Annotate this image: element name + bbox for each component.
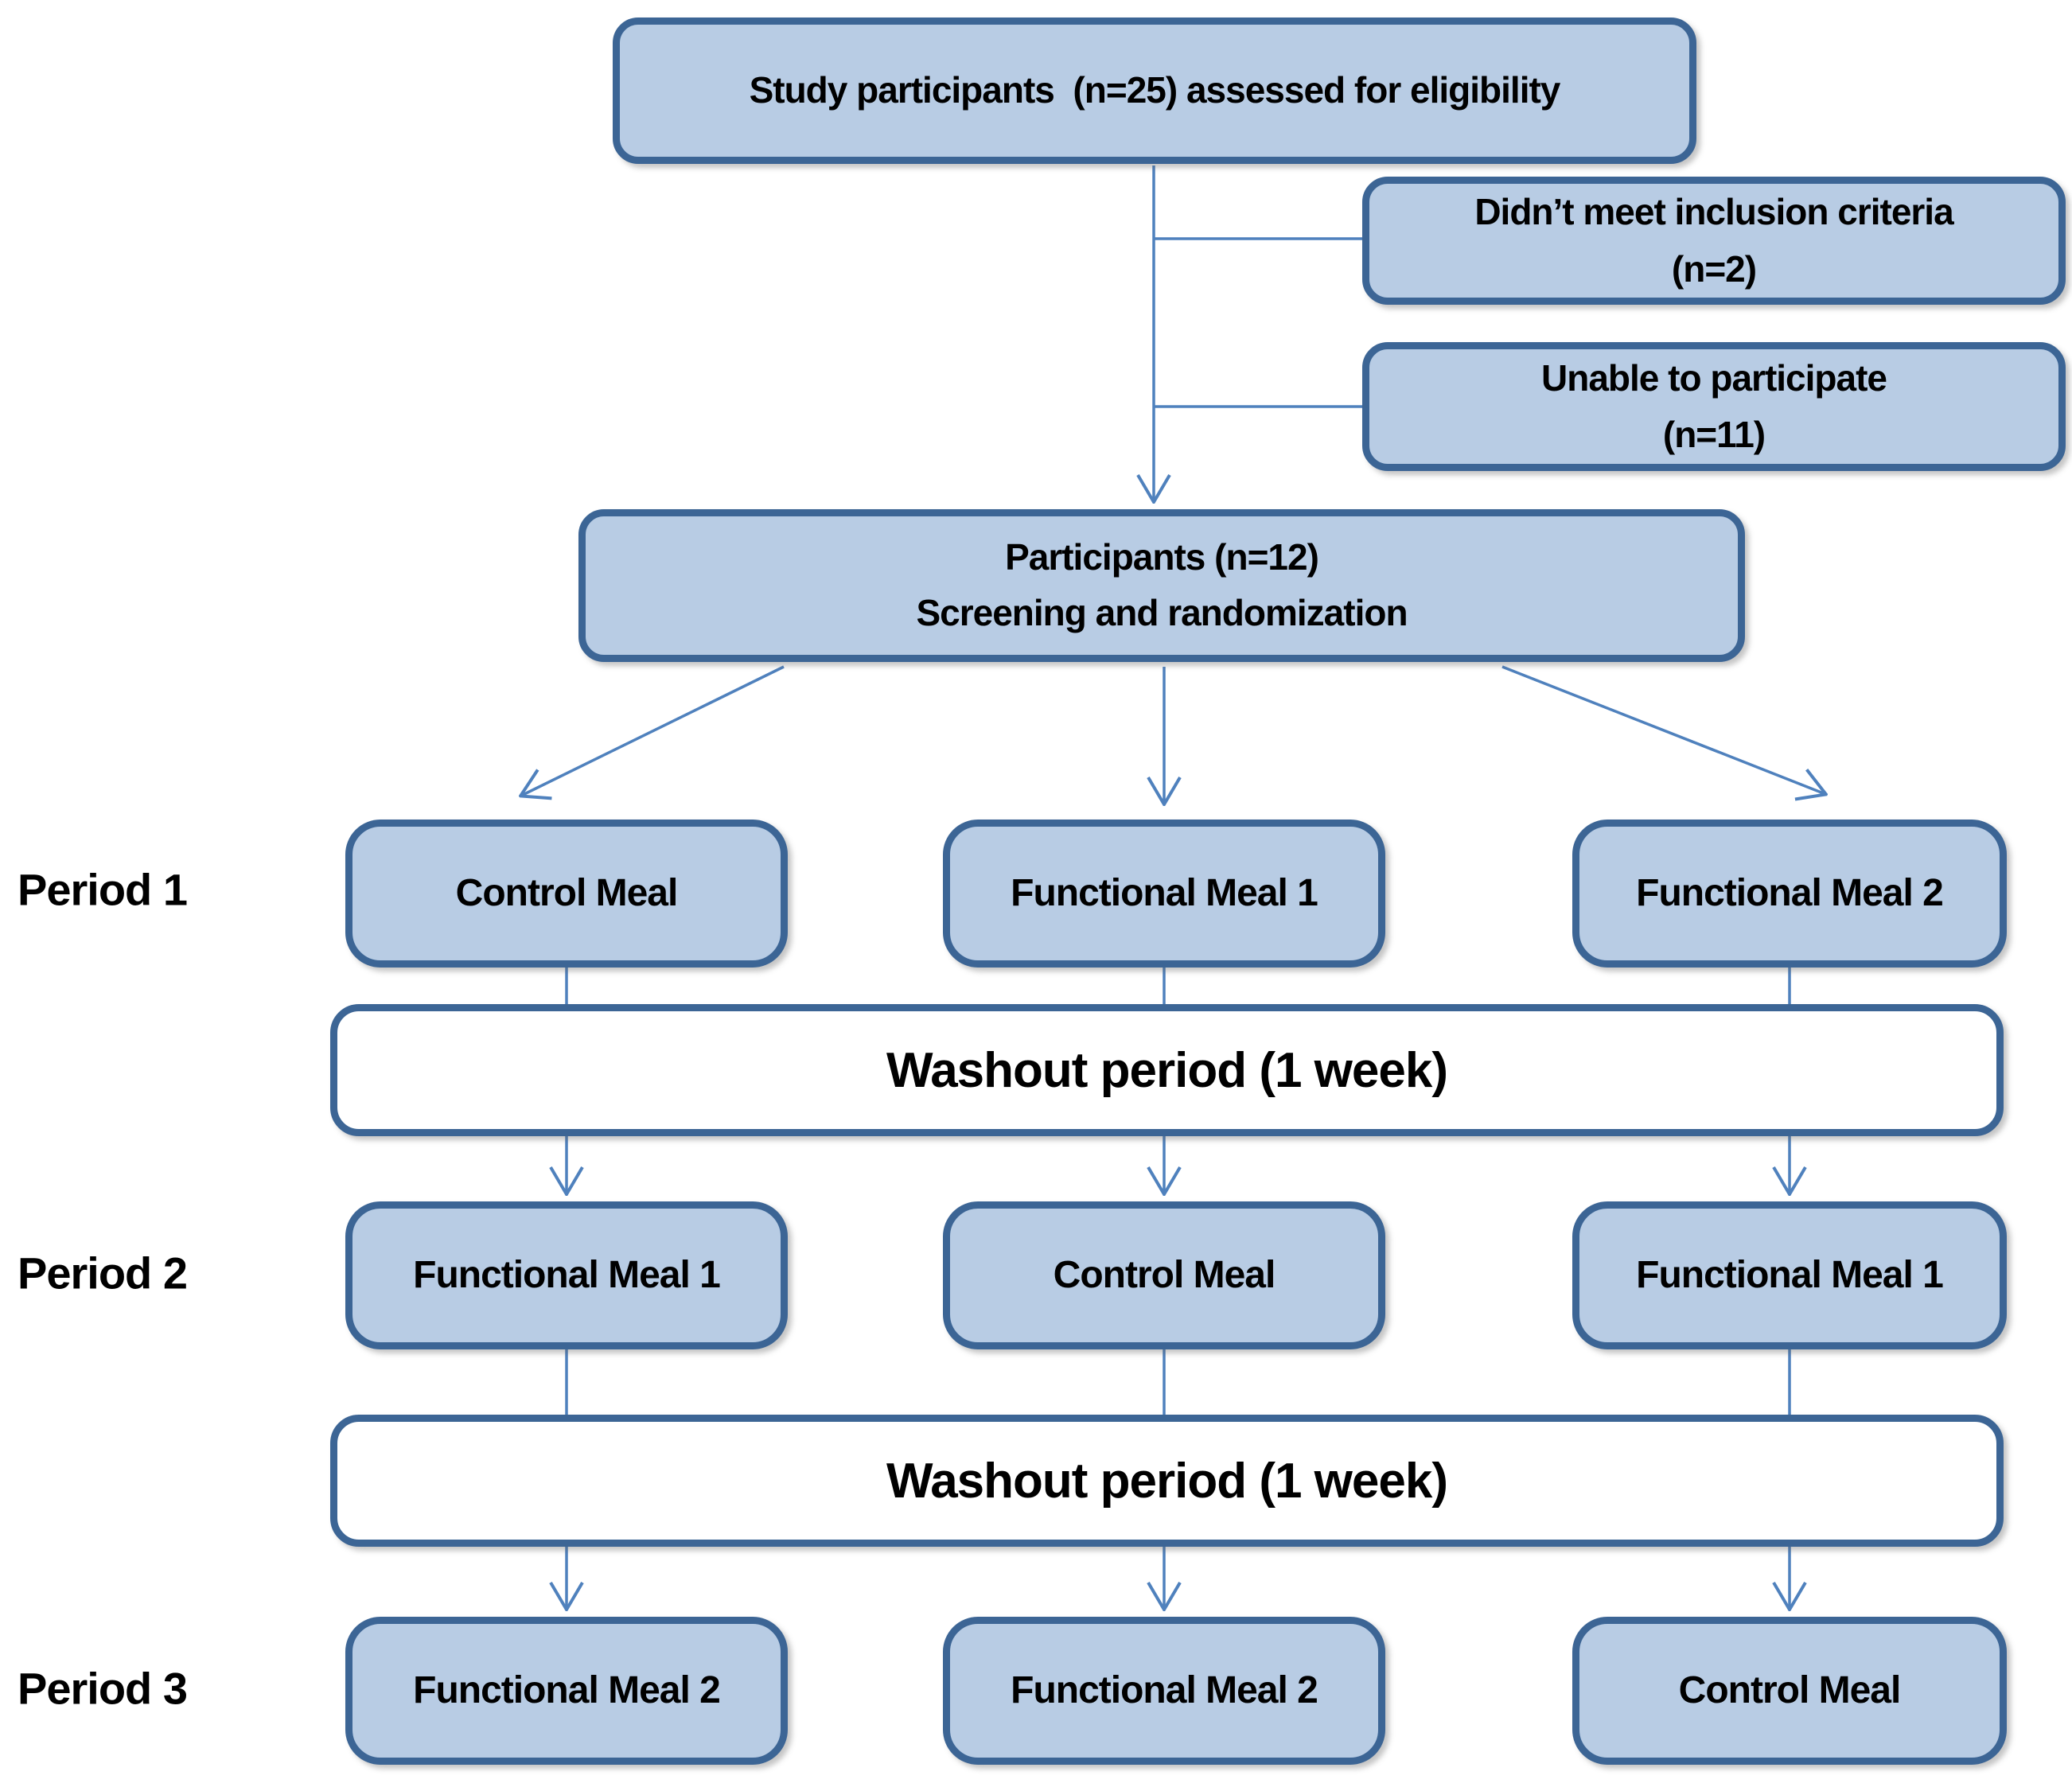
exclusion-criteria-count: (n=2) <box>1671 247 1757 290</box>
meal-label: Functional Meal 2 <box>1011 1668 1318 1711</box>
connector-randomization-to-p1-left <box>521 665 785 796</box>
meal-box-p3-mid: Functional Meal 2 <box>943 1617 1385 1765</box>
period-1-label: Period 1 <box>18 864 188 915</box>
meal-label: Functional Meal 2 <box>1636 871 1944 914</box>
connector-randomization-to-p1-right <box>1501 665 1825 794</box>
washout-box-1: Washout period (1 week) <box>330 1004 2004 1136</box>
eligibility-box: Study participants (n=25) assessed for e… <box>613 18 1696 164</box>
meal-label: Control Meal <box>1678 1668 1902 1711</box>
exclusion-unable-line1: Unable to participate <box>1541 356 1887 399</box>
meal-box-p1-mid: Functional Meal 1 <box>943 820 1385 968</box>
meal-label: Functional Meal 1 <box>1636 1253 1944 1296</box>
period-3-label: Period 3 <box>18 1663 188 1714</box>
period-2-label: Period 2 <box>18 1248 188 1298</box>
meal-box-p3-left: Functional Meal 2 <box>345 1617 788 1765</box>
exclusion-criteria-line1: Didn’t meet inclusion criteria <box>1474 191 1953 233</box>
meal-box-p2-left: Functional Meal 1 <box>345 1201 788 1349</box>
meal-box-p3-right: Control Meal <box>1572 1617 2007 1765</box>
washout-box-2: Washout period (1 week) <box>330 1415 2004 1547</box>
meal-label: Control Meal <box>455 871 679 914</box>
meal-box-p1-right: Functional Meal 2 <box>1572 820 2007 968</box>
randomization-box: Participants (n=12) Screening and random… <box>578 509 1745 662</box>
exclusion-unable-count: (n=11) <box>1662 414 1766 455</box>
meal-label: Control Meal <box>1053 1253 1276 1296</box>
randomization-line1: Participants (n=12) <box>1005 536 1319 578</box>
eligibility-label: Study participants (n=25) assessed for e… <box>749 69 1561 111</box>
meal-label: Functional Meal 1 <box>413 1253 721 1296</box>
meal-label: Functional Meal 1 <box>1011 871 1318 914</box>
meal-box-p1-left: Control Meal <box>345 820 788 968</box>
washout-2-label: Washout period (1 week) <box>886 1453 1448 1509</box>
exclusion-box-criteria: Didn’t meet inclusion criteria (n=2) <box>1362 177 2066 305</box>
washout-1-label: Washout period (1 week) <box>886 1042 1448 1098</box>
meal-box-p2-right: Functional Meal 1 <box>1572 1201 2007 1349</box>
meal-label: Functional Meal 2 <box>413 1668 721 1711</box>
meal-box-p2-mid: Control Meal <box>943 1201 1385 1349</box>
randomization-line2: Screening and randomization <box>916 592 1408 633</box>
exclusion-box-unable: Unable to participate (n=11) <box>1362 342 2066 471</box>
